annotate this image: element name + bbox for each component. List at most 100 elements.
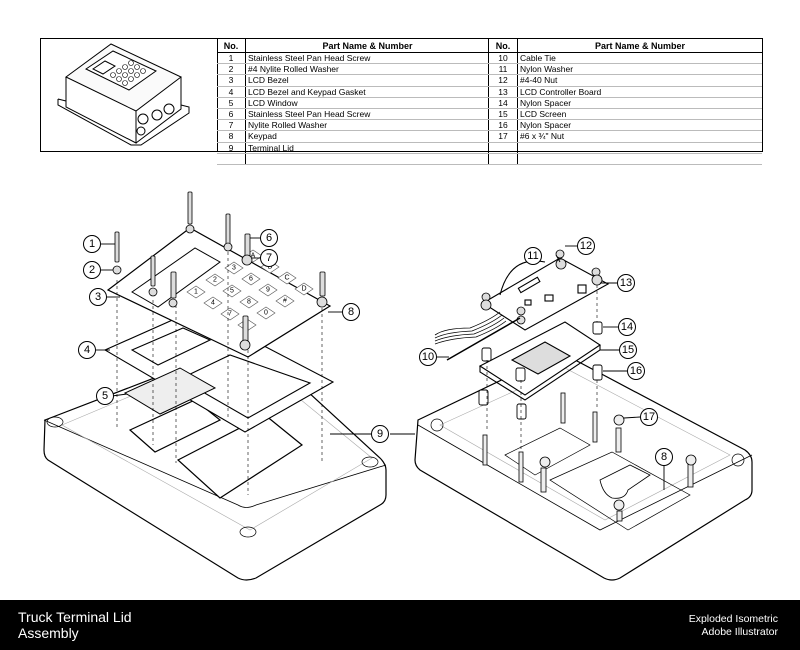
screw: [170, 271, 177, 299]
callout-8: 8: [342, 303, 360, 321]
part-name: Nylon Washer: [517, 63, 762, 76]
nut-12: [555, 249, 565, 259]
col-header-no: No.: [488, 39, 518, 53]
assembled-terminal-thumbnail: [41, 39, 218, 151]
table-row: 17#6 x ¾" Nut: [488, 130, 762, 143]
washer: [239, 339, 251, 351]
part-no: 13: [488, 86, 518, 98]
washer: [316, 296, 328, 308]
svg-text:A: A: [251, 253, 256, 260]
part-no: 16: [488, 119, 518, 132]
screw: [150, 255, 156, 287]
svg-text:8: 8: [348, 306, 354, 318]
svg-text:1: 1: [89, 238, 95, 250]
callout-11: 11: [524, 247, 542, 265]
svg-text:7: 7: [228, 311, 232, 318]
keypad-key: 4: [203, 296, 223, 310]
svg-text:D: D: [301, 286, 306, 293]
drawing-title-line2: Assembly: [18, 625, 79, 641]
callout-2: 2: [83, 261, 101, 279]
part-no: 15: [488, 108, 518, 121]
terminal-lid-right: [414, 351, 753, 581]
svg-text:11: 11: [527, 250, 538, 262]
keypad-key: 7: [220, 307, 240, 321]
part-name: LCD Window: [245, 97, 489, 109]
svg-text:15: 15: [622, 344, 634, 356]
keypad-key: D: [294, 282, 314, 296]
keypad-key: 3: [224, 261, 244, 275]
keypad-key: C: [277, 271, 297, 285]
svg-text:13: 13: [620, 277, 632, 289]
washers-nuts-right: [480, 249, 603, 325]
keypad-key: 9: [258, 283, 278, 297]
part-name: #4 Nylite Rolled Washer: [245, 63, 489, 76]
callout-5: 5: [96, 387, 114, 405]
part-no: 10: [488, 52, 518, 65]
screw: [319, 271, 326, 297]
part-name: LCD Controller Board: [517, 86, 762, 98]
screw: [242, 315, 249, 343]
part-no: 4: [217, 86, 246, 98]
part-name: [517, 153, 762, 165]
callout-16: 16: [627, 362, 645, 380]
keypad-key: 5: [222, 284, 242, 298]
part-name: Keypad: [245, 130, 489, 143]
part-no: 11: [488, 63, 518, 76]
part-name: [245, 153, 489, 165]
keypad-key: 6: [241, 272, 261, 286]
svg-text:6: 6: [249, 276, 253, 283]
part-no: 12: [488, 74, 518, 87]
part-no: 6: [217, 108, 246, 121]
screw: [187, 191, 193, 225]
callout-3: 3: [89, 288, 107, 306]
svg-text:6: 6: [266, 232, 272, 244]
svg-text:14: 14: [621, 321, 633, 333]
callout-12: 12: [577, 237, 595, 255]
nylon-spacers: [478, 321, 603, 420]
ribbon-cable-and-cable-tie: [434, 311, 521, 361]
thumbnail-keypad-keys: [110, 60, 146, 86]
drawing-type: Exploded Isometric: [688, 613, 778, 625]
svg-text:9: 9: [266, 287, 270, 294]
svg-text:10: 10: [422, 351, 434, 363]
callout-8-keypad-right: 8: [655, 448, 673, 466]
keypad-bezel-plate: [106, 227, 332, 358]
col-header-no: No.: [217, 39, 246, 53]
lcd-screen: [478, 321, 601, 401]
callout-1: 1: [83, 235, 101, 253]
table-row-empty: [488, 142, 762, 154]
part-no: 9: [217, 142, 246, 154]
lcd-window: [123, 367, 217, 415]
col-header-part-name: Part Name & Number: [517, 39, 762, 53]
keypad-key: #: [275, 294, 295, 308]
spacer-16: [592, 364, 603, 381]
part-no: 8: [217, 130, 246, 143]
svg-text:5: 5: [102, 390, 108, 402]
drawing-software: Adobe Illustrator: [701, 626, 778, 638]
callout-9: 9: [371, 425, 389, 443]
part-name: #6 x ¾" Nut: [517, 130, 762, 143]
table-row: 12#4-40 Nut: [488, 74, 762, 87]
callout-17: 17: [640, 408, 658, 426]
washer: [168, 298, 178, 308]
svg-text:9: 9: [377, 428, 383, 440]
svg-text:2: 2: [89, 264, 95, 276]
dashed-alignment-lines-left: [116, 252, 323, 495]
drawing-meta: Exploded Isometric Adobe Illustrator: [689, 613, 778, 639]
svg-text:12: 12: [580, 240, 592, 252]
part-name: Nylite Rolled Washer: [245, 119, 489, 132]
assembled-terminal-illustration: [57, 43, 190, 146]
svg-text:#: #: [283, 298, 287, 305]
washer-2: [112, 265, 122, 275]
svg-text:2: 2: [213, 277, 217, 284]
